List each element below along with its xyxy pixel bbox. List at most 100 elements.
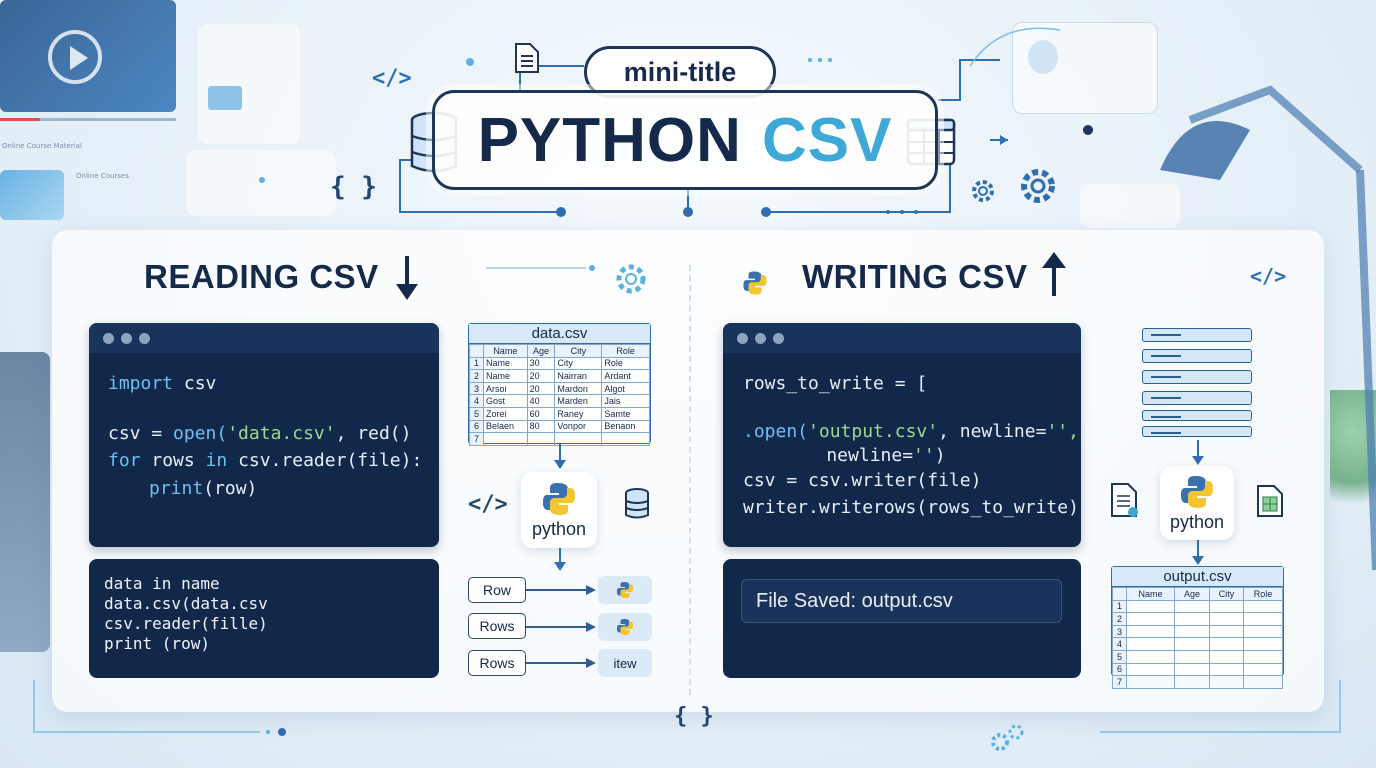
- table-cell: 7: [1112, 675, 1127, 689]
- background-courses-label: Online Courses: [76, 172, 129, 180]
- table-header-cell: City: [554, 344, 603, 358]
- code-text: csv: [173, 373, 217, 394]
- gear-icon: [991, 724, 1024, 751]
- desk-lamp-icon: [1160, 85, 1376, 571]
- table-cell: Samte: [601, 406, 650, 421]
- table-cell: [1208, 599, 1244, 614]
- gear-icon: [1021, 169, 1055, 203]
- code-text: (row): [203, 478, 258, 499]
- code-tag-icon: </>: [468, 492, 508, 517]
- table-cell: Role: [601, 356, 650, 371]
- avatar: [1028, 40, 1058, 74]
- section-divider: [689, 265, 691, 695]
- table-cell: Vonpor: [554, 419, 603, 434]
- table-cell: 5: [469, 406, 484, 421]
- table-cell: [1112, 587, 1127, 601]
- table-cell: [1242, 675, 1284, 689]
- table-cell: [469, 344, 484, 358]
- code-text: ): [934, 445, 946, 466]
- table-cell: [601, 432, 650, 446]
- background-course-label: Online Course Material: [2, 142, 82, 150]
- row-item[interactable]: Rows: [468, 650, 526, 676]
- table-cell: Name: [483, 369, 528, 383]
- row-item[interactable]: Rows: [468, 613, 526, 639]
- table-cell: Gost: [483, 394, 528, 408]
- table-row: 5: [1112, 649, 1284, 664]
- code-keyword: print: [149, 478, 204, 499]
- list-item: [1142, 370, 1252, 384]
- table-cell: [1174, 599, 1210, 614]
- table-cell: [1208, 624, 1244, 639]
- list-item: [1142, 349, 1252, 363]
- row-item[interactable]: Row: [468, 577, 526, 603]
- table-row: 7: [1112, 675, 1284, 689]
- table-cell: Marden: [554, 394, 603, 408]
- code-line: writer.writerows(rows_to_write): [743, 497, 1079, 518]
- code-text: csv.reader(file):: [227, 450, 423, 471]
- output-line: print (row): [104, 634, 210, 653]
- writing-code-editor[interactable]: rows_to_write = [ .open('output.csv', ne…: [723, 323, 1081, 547]
- table-cell: [1125, 675, 1176, 689]
- table-header-cell: Name: [483, 344, 528, 358]
- gear-icon: [972, 180, 994, 202]
- table-cell: Name: [483, 356, 528, 371]
- python-logo-tile: python: [1160, 466, 1234, 540]
- window-dot: [737, 333, 748, 344]
- reading-code-editor[interactable]: import csv csv = open('data.csv', red() …: [89, 323, 439, 547]
- output-line: csv.reader(fille): [104, 614, 268, 633]
- table-header-cell: Role: [601, 344, 650, 358]
- table-cell: 80: [526, 419, 556, 434]
- table-cell: 6: [469, 419, 484, 434]
- table-row: 2: [1112, 612, 1284, 626]
- list-item: [1142, 391, 1252, 405]
- row-output-item: itew: [598, 649, 652, 677]
- table-cell: 3: [469, 381, 484, 396]
- table-cell: 7: [469, 432, 484, 446]
- window-title-bar: [89, 323, 439, 353]
- python-icon: [617, 582, 633, 598]
- flow-arrow-icon: [554, 444, 566, 469]
- decorative-line: [486, 265, 595, 271]
- window-dot: [755, 333, 766, 344]
- background-video-thumbnail: [0, 0, 176, 112]
- table-cell: Zorei: [483, 406, 528, 421]
- code-text: , newline=: [938, 421, 1047, 442]
- table-row: 7: [469, 432, 650, 446]
- code-string: 'output.csv': [808, 421, 939, 442]
- table-row: 3: [1112, 624, 1284, 639]
- reading-output-console[interactable]: data in name data.csv(data.csv csv.reade…: [89, 559, 439, 678]
- database-icon: [625, 488, 649, 519]
- table-cell: [1125, 624, 1176, 639]
- table-cell: Arsoi: [483, 381, 528, 396]
- reading-section-title: READING CSV: [144, 258, 379, 295]
- code-string: '',: [1046, 421, 1079, 442]
- braces-icon: { }: [330, 172, 377, 202]
- table-cell: 20: [526, 381, 556, 396]
- table-cell: 20: [526, 369, 556, 383]
- table-cell: Jais: [601, 394, 650, 408]
- table-cell: Belaen: [483, 419, 528, 434]
- file-saved-message: File Saved: output.csv: [741, 579, 1062, 623]
- code-line: csv = open('data.csv', red(): [108, 423, 411, 444]
- python-icon: [617, 619, 633, 635]
- python-label: python: [1169, 511, 1225, 532]
- code-line: print(row): [149, 478, 257, 499]
- table-cell: 2: [469, 369, 484, 383]
- window-title-bar: [723, 323, 1081, 353]
- table-header-cell: City: [1208, 587, 1244, 601]
- arrow-up-icon: [1042, 252, 1066, 296]
- code-string: 'data.csv': [227, 423, 336, 444]
- table-cell: [1242, 612, 1284, 626]
- bottom-connector-lines: [33, 680, 1341, 736]
- output-line: data in name: [104, 574, 220, 593]
- flow-arrow-icon: [1192, 440, 1204, 465]
- code-string: '': [913, 445, 935, 466]
- background-card: [198, 24, 300, 144]
- table-row: 6: [1112, 662, 1284, 677]
- table-name: output.csv: [1112, 567, 1283, 587]
